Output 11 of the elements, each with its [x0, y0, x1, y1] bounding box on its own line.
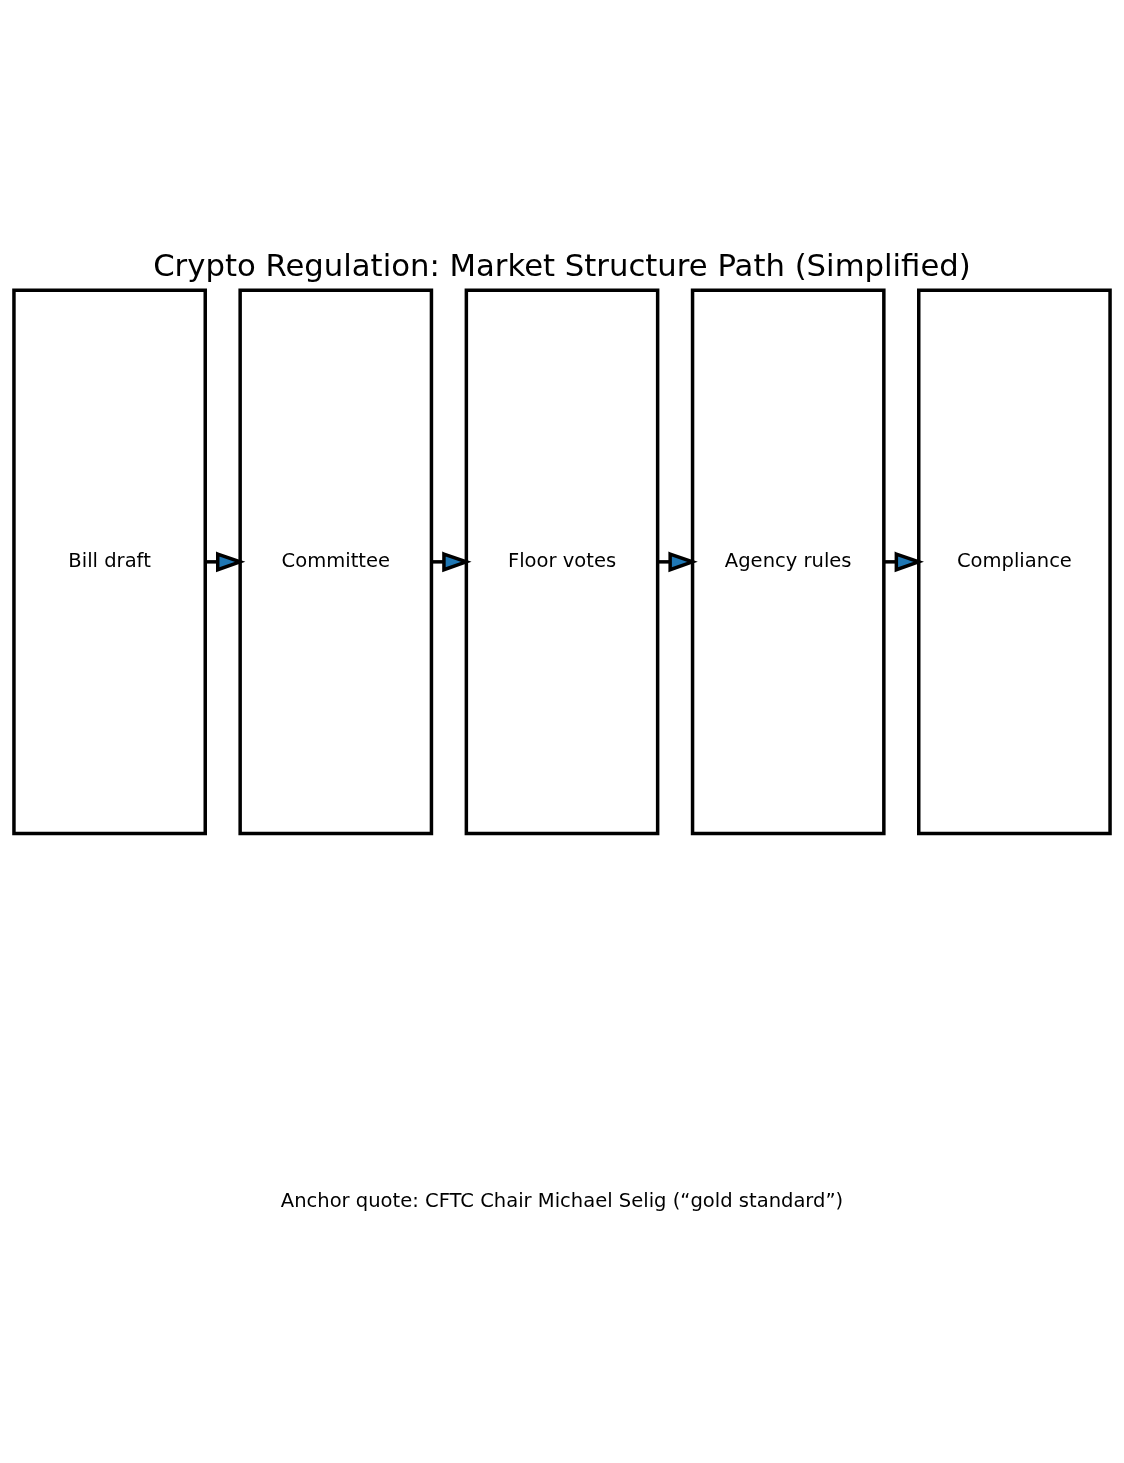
arrow [431, 551, 472, 573]
node-box: Agency rules [690, 288, 886, 836]
arrow [884, 551, 924, 573]
arrow [205, 551, 246, 573]
arrow [657, 551, 698, 573]
node-box: Floor votes [464, 288, 660, 836]
node-box: Bill draft [12, 288, 207, 836]
node-box: Committee [238, 288, 434, 836]
caption: Anchor quote: CFTC Chair Michael Selig (“gold standard”) [280, 1188, 844, 1212]
node-box: Compliance [917, 288, 1112, 836]
diagram-title: Crypto Regulation: Market Structure Path (Simplified) [153, 246, 971, 283]
